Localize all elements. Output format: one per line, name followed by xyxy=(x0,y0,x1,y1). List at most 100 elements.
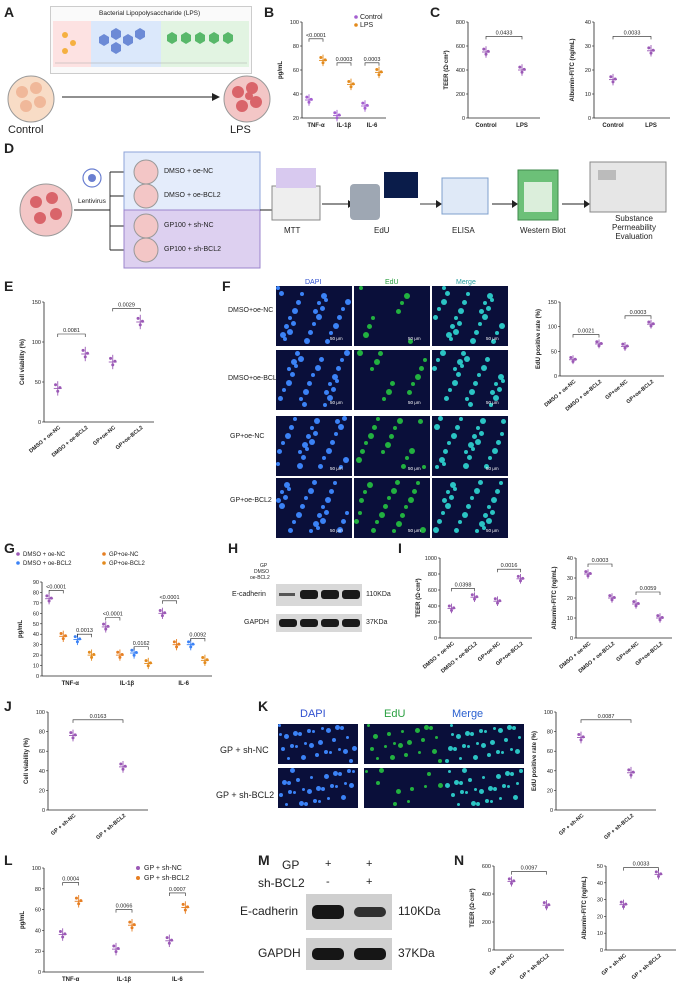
nucleus xyxy=(324,390,329,395)
data-point xyxy=(201,656,205,660)
data-point xyxy=(595,340,599,344)
lps-label: LPS xyxy=(230,124,251,136)
edu-micrograph: 50 μm xyxy=(276,416,352,476)
nucleus xyxy=(317,301,321,305)
significance-bracket xyxy=(308,38,324,42)
nucleus xyxy=(354,519,359,524)
nucleus xyxy=(438,759,442,763)
nucleus xyxy=(479,431,484,436)
nucleus xyxy=(321,787,325,791)
nucleus xyxy=(444,396,449,401)
k-micrograph xyxy=(364,724,444,764)
significance-bracket xyxy=(511,871,547,875)
data-point xyxy=(573,357,577,361)
nucleus xyxy=(280,490,284,494)
nucleus xyxy=(466,504,471,509)
nucleus xyxy=(382,397,386,401)
p-value: <0.0001 xyxy=(46,584,66,590)
nucleus xyxy=(482,776,485,779)
panel-label-k: K xyxy=(258,698,269,714)
nucleus xyxy=(451,433,457,439)
nucleus xyxy=(478,480,483,485)
nucleus xyxy=(373,734,378,739)
h-band-gapdh: GAPDH xyxy=(244,619,269,626)
b-legend-lps: LPS xyxy=(360,22,374,29)
nucleus xyxy=(357,350,363,356)
significance-bracket xyxy=(364,62,380,66)
nucleus xyxy=(485,799,489,803)
nucleus xyxy=(510,748,513,751)
nucleus xyxy=(442,462,446,466)
significance-bracket xyxy=(77,633,92,638)
legend-marker-lps xyxy=(354,23,358,27)
data-point xyxy=(323,58,327,62)
legend-label: GP + sh-NC xyxy=(144,865,182,872)
significance-bracket xyxy=(580,719,632,723)
m-mark-1-2: + xyxy=(366,858,373,870)
x-tick-label: TNF-α xyxy=(62,977,80,983)
nucleus xyxy=(321,727,324,730)
nucleus xyxy=(341,519,346,524)
nucleus xyxy=(507,785,510,788)
nucleus xyxy=(333,323,339,329)
data-point xyxy=(349,85,353,89)
x-tick-label: GP + sh-BCL2 xyxy=(631,953,663,981)
x-tick-label: TNF-α xyxy=(62,681,80,687)
y-tick-label: 70 xyxy=(33,601,39,607)
nucleus xyxy=(342,416,347,421)
p-value: 0.0059 xyxy=(640,586,657,592)
y-axis-label: EdU positive rate (%) xyxy=(532,731,538,791)
nucleus xyxy=(293,791,296,794)
y-axis-label: pg/mL xyxy=(278,61,284,79)
x-tick-label: GP+oe-NC xyxy=(92,425,117,447)
data-point xyxy=(114,950,118,954)
y-tick-label: 40 xyxy=(547,769,553,775)
data-point xyxy=(109,356,113,360)
nucleus xyxy=(501,751,504,754)
nucleus xyxy=(298,732,302,736)
f-channel-merge: Merge xyxy=(456,279,476,286)
nucleus xyxy=(390,755,395,760)
y-tick-label: 10 xyxy=(33,664,39,670)
nucleus xyxy=(379,512,385,518)
data-point xyxy=(647,46,651,50)
y-tick-label: 20 xyxy=(547,788,553,794)
nucleus xyxy=(310,776,313,779)
data-point xyxy=(379,70,383,74)
nucleus xyxy=(356,457,362,463)
x-tick-label: GP + sh-NC xyxy=(601,953,628,977)
nucleus xyxy=(437,519,442,524)
scale-bar-label: 50 μm xyxy=(408,528,421,533)
group-label-4: GP100 + sh-BCL2 xyxy=(164,246,222,253)
nucleus xyxy=(322,456,326,460)
legend-label: DMSO + oe-NC xyxy=(23,552,66,558)
nucleus xyxy=(442,498,447,503)
panel-label-l: L xyxy=(4,852,13,868)
nucleus xyxy=(499,481,503,485)
x-tick-label: IL-6 xyxy=(172,977,183,983)
data-point xyxy=(319,56,323,60)
nucleus xyxy=(505,771,510,776)
nucleus xyxy=(490,510,495,515)
panel-label-i: I xyxy=(398,540,402,556)
data-point xyxy=(518,65,522,69)
nucleus xyxy=(398,743,403,748)
nucleus xyxy=(485,357,490,362)
nucleus xyxy=(481,743,486,748)
nucleus xyxy=(283,495,288,500)
nucleus xyxy=(464,356,470,362)
y-tick-label: 10 xyxy=(585,92,591,98)
edu-micrograph: 50 μm xyxy=(354,286,430,346)
y-tick-label: 100 xyxy=(290,20,299,26)
nucleus xyxy=(389,434,394,439)
y-axis-label: Cell viability (%) xyxy=(20,339,26,385)
data-point xyxy=(165,936,169,940)
nucleus xyxy=(345,511,349,515)
nucleus xyxy=(449,337,453,341)
nucleus xyxy=(341,307,345,311)
nucleus xyxy=(363,490,367,494)
significance-bracket xyxy=(624,315,652,319)
nucleus xyxy=(393,742,396,745)
